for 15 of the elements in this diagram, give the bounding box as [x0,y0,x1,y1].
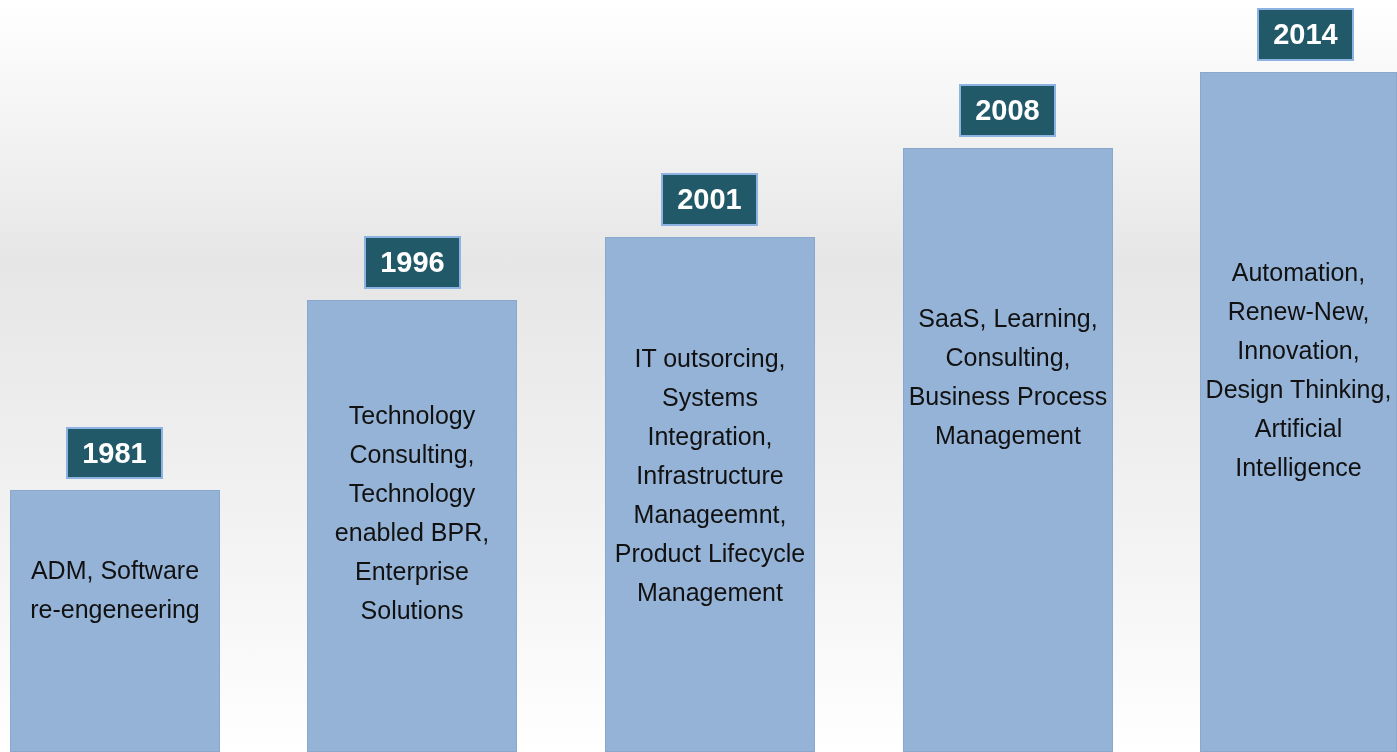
timeline-bar [10,490,220,752]
year-label: 1996 [364,236,461,289]
year-label: 1981 [66,427,163,479]
bar-text: Automation, Renew-New, Innovation, Design Thinking, Artificial Intelligence [1205,257,1392,483]
bar-text: IT outsorcing, Systems Integration, Infrastructure Manageemnt, Product Lifecycle Management [613,343,807,608]
timeline-bar [1200,72,1397,752]
timeline-bar [903,148,1113,752]
bar-text: SaaS, Learning, Consulting, Business Process Management [908,303,1108,451]
timeline-bar [307,300,517,752]
bar-text: ADM, Software re-engeneering [29,555,201,625]
year-label: 2014 [1257,8,1354,61]
bar-text: Technology Consulting, Technology enabled BPR, Enterprise Solutions [333,400,491,626]
year-label: 2008 [959,84,1056,137]
year-label: 2001 [661,173,758,226]
timeline-bar [605,237,815,752]
